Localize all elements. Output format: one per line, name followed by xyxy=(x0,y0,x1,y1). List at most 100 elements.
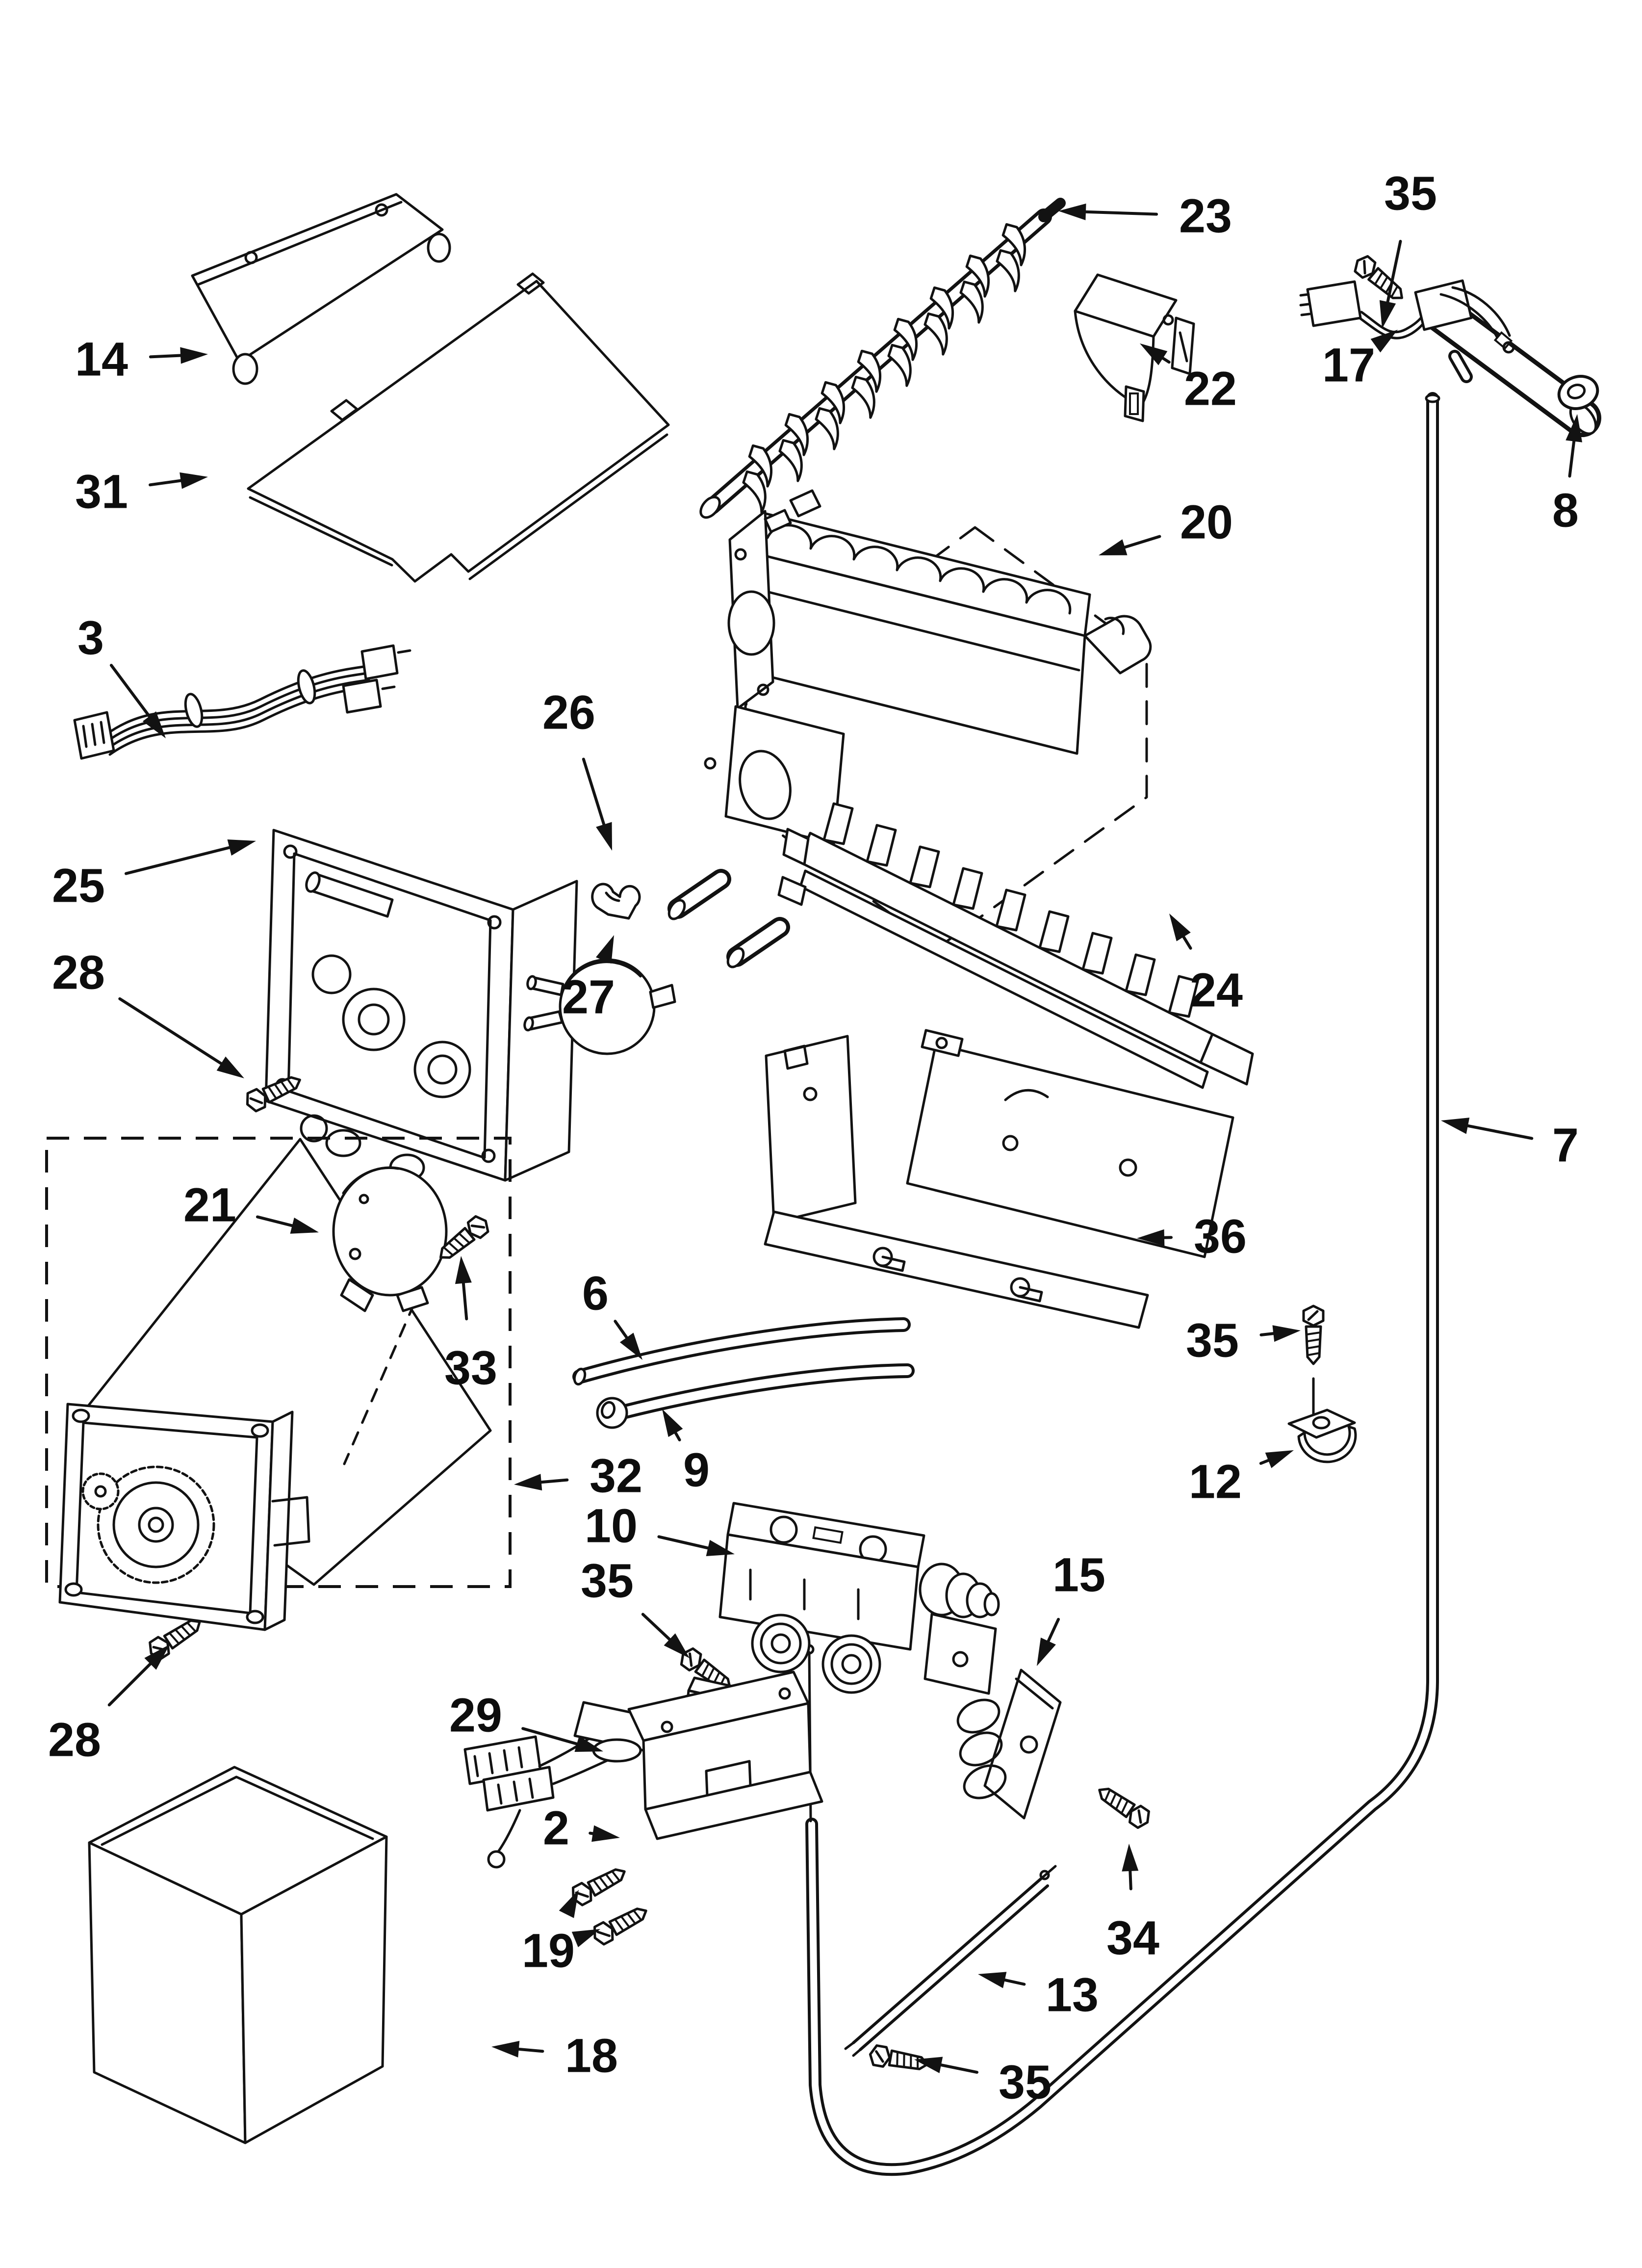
part-13-trim-strip xyxy=(844,1865,1057,2057)
part-number-23: 23 xyxy=(1179,189,1232,243)
callout-28-upper: 28 xyxy=(52,946,244,1078)
callout-29: 29 xyxy=(449,1689,603,1752)
arrowhead xyxy=(1265,1450,1294,1468)
arrowhead xyxy=(290,1217,319,1234)
leader-line xyxy=(124,844,238,875)
part-number-35: 35 xyxy=(999,2056,1052,2109)
callout-27: 27 xyxy=(562,935,615,1024)
arrowhead xyxy=(574,1736,603,1752)
part-number-26: 26 xyxy=(542,686,595,739)
callout-21: 21 xyxy=(183,1178,319,1234)
part-12-tube-clamp xyxy=(1287,1408,1357,1463)
callout-7: 7 xyxy=(1441,1118,1579,1172)
part-number-18: 18 xyxy=(565,2029,618,2083)
arrowhead xyxy=(596,822,612,851)
part-number-17: 17 xyxy=(1322,339,1375,392)
callout-36: 36 xyxy=(1137,1210,1247,1263)
part-24-stripper-comb xyxy=(777,802,1254,1089)
callout-12: 12 xyxy=(1189,1450,1294,1509)
callout-25: 25 xyxy=(52,839,256,912)
leader-line xyxy=(933,2062,979,2074)
leader-line xyxy=(461,1275,468,1321)
leader-line xyxy=(657,1535,717,1551)
part-15-clip-bracket xyxy=(956,1668,1062,1820)
leader-line xyxy=(118,997,229,1069)
part-number-35: 35 xyxy=(581,1554,634,1608)
arrowhead xyxy=(1441,1118,1470,1134)
callout-17: 17 xyxy=(1322,330,1398,392)
part-14-cover-trim xyxy=(191,193,451,385)
arrowhead xyxy=(1122,1844,1139,1872)
part-36-shield-bracket xyxy=(764,1029,1234,1329)
arrowhead xyxy=(1370,330,1398,353)
part-number-20: 20 xyxy=(1180,495,1233,549)
arrowhead xyxy=(1272,1325,1301,1342)
part-32-gear-plate xyxy=(58,1403,310,1631)
callout-35-top: 35 xyxy=(1379,167,1437,329)
part-8-washer xyxy=(1557,375,1599,410)
arrowhead xyxy=(142,711,166,738)
part-3-wire-harness xyxy=(73,644,411,760)
part-number-13: 13 xyxy=(1046,1968,1099,2022)
part-31-cover xyxy=(247,272,670,583)
part-23-ejector-rake xyxy=(699,198,1066,519)
leader-line xyxy=(1385,239,1402,310)
arrowhead xyxy=(619,1332,642,1360)
arrowhead xyxy=(559,1890,579,1918)
part-number-32: 32 xyxy=(590,1449,642,1503)
part-number-33: 33 xyxy=(444,1341,497,1395)
part-number-35: 35 xyxy=(1186,1314,1239,1367)
callout-26: 26 xyxy=(542,686,612,851)
arrowhead xyxy=(591,1825,620,1842)
part-9-tube xyxy=(596,1363,915,1429)
callout-8: 8 xyxy=(1552,414,1583,537)
arrowhead xyxy=(978,1972,1007,1988)
callout-2: 2 xyxy=(543,1801,620,1855)
part-number-29: 29 xyxy=(449,1689,502,1742)
part-number-9: 9 xyxy=(683,1443,710,1497)
arrowhead xyxy=(664,1633,690,1658)
part-17-fill-tube-assembly xyxy=(1299,279,1601,437)
part-20-ice-maker-mold xyxy=(667,489,1152,968)
part-number-21: 21 xyxy=(183,1178,236,1232)
callout-3: 3 xyxy=(77,611,166,738)
callout-6: 6 xyxy=(582,1267,642,1360)
part-number-35: 35 xyxy=(1384,167,1437,220)
arrowhead xyxy=(1140,343,1168,365)
arrowhead xyxy=(914,2057,943,2073)
arrowhead xyxy=(180,347,208,364)
arrowhead xyxy=(1565,414,1583,443)
arrowhead xyxy=(1379,300,1396,329)
leader-line xyxy=(582,757,608,833)
leader-line xyxy=(1460,1123,1534,1140)
callout-9: 9 xyxy=(662,1409,710,1497)
leader-line xyxy=(641,1613,676,1646)
arrowhead xyxy=(491,2040,520,2058)
part-21-motor xyxy=(332,1166,448,1312)
callout-31: 31 xyxy=(75,465,208,519)
leader-line xyxy=(109,664,155,724)
callout-35-valve: 35 xyxy=(581,1554,690,1658)
part-27-cam-coupler xyxy=(523,958,676,1055)
leader-line xyxy=(1117,535,1161,551)
callout-32: 32 xyxy=(514,1449,642,1503)
arrowhead xyxy=(1099,539,1128,555)
arrowhead xyxy=(595,935,614,964)
part-19-screw-b xyxy=(590,1902,651,1947)
part-number-15: 15 xyxy=(1052,1548,1105,1602)
arrowhead xyxy=(1058,203,1086,220)
alignment-box-gear-assembly xyxy=(45,1137,512,1588)
part-number-25: 25 xyxy=(52,859,105,912)
part-number-31: 31 xyxy=(75,465,128,519)
part-number-34: 34 xyxy=(1106,1911,1159,1965)
arrowhead xyxy=(1169,913,1191,941)
arrowhead xyxy=(662,1409,683,1437)
arrowhead xyxy=(455,1256,472,1284)
part-6-tube xyxy=(572,1317,911,1386)
arrowhead xyxy=(706,1539,735,1557)
arrowhead xyxy=(1137,1229,1165,1246)
part-number-8: 8 xyxy=(1552,484,1579,537)
leader-line xyxy=(256,1215,301,1229)
